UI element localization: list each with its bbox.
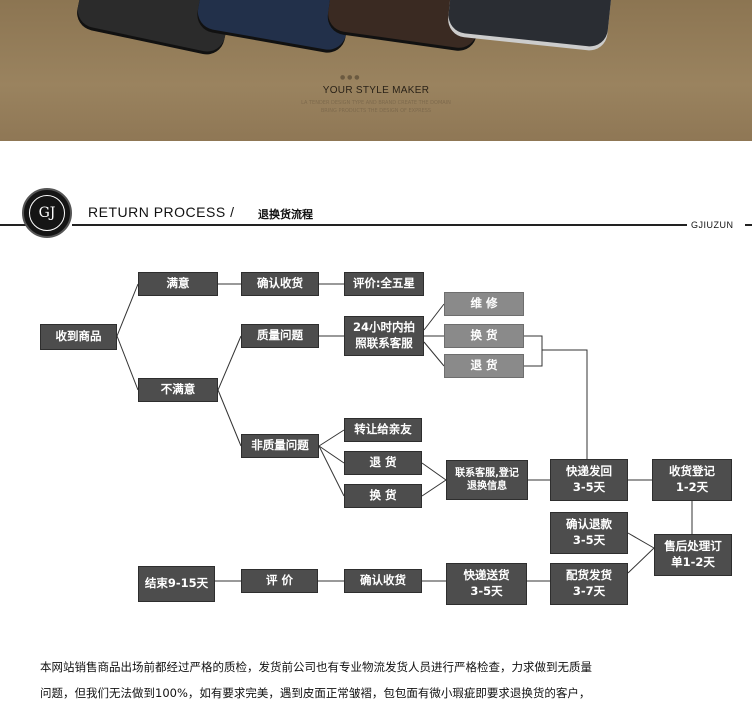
step-dispatch: 配货发货 3-7天 <box>550 563 628 605</box>
option-give-friend: 转让给亲友 <box>344 418 422 442</box>
step-contact-service: 联系客服,登记退换信息 <box>446 460 528 500</box>
option-exchange-nq: 换 货 <box>344 484 422 508</box>
step-receive-register: 收货登记 1-2天 <box>652 459 732 501</box>
step-quality-issue: 质量问题 <box>241 324 319 348</box>
option-return: 退 货 <box>444 354 524 378</box>
step-contact-24h: 24小时内拍照联系客服 <box>344 316 424 356</box>
step-satisfied: 满意 <box>138 272 218 296</box>
banner-subtitle: LA TENDER DESIGN TYPE AND BRAND CREATE T… <box>301 100 451 106</box>
brand-name: GJIUZUN <box>691 220 734 230</box>
banner-tagline: YOUR STYLE MAKER <box>322 85 430 96</box>
product-banner: ● ● ● YOUR STYLE MAKER LA TENDER DESIGN … <box>0 0 752 141</box>
step-review-stars: 评价:全五星 <box>344 272 424 296</box>
step-non-quality: 非质量问题 <box>241 434 319 458</box>
option-exchange: 换 货 <box>444 324 524 348</box>
step-unsatisfied: 不满意 <box>138 378 218 402</box>
step-receive: 收到商品 <box>40 324 117 350</box>
brand-logo: GJ <box>22 188 72 238</box>
step-courier-deliver: 快递送货 3-5天 <box>446 563 527 605</box>
banner-dots: ● ● ● <box>340 74 360 81</box>
step-confirm-refund: 确认退款 3-5天 <box>550 512 628 554</box>
option-return-nq: 退 货 <box>344 451 422 475</box>
step-confirm-receipt: 确认收货 <box>241 272 319 296</box>
notice-line: 问题，但我们无法做到100%，如有要求完美，遇到皮面正常皱褶，包包面有微小瑕疵即… <box>40 686 591 700</box>
banner-subtitle: BRING PRODUCTS THE DESIGN OF EXPRESS <box>320 108 432 114</box>
section-title-en: RETURN PROCESS / <box>88 204 235 220</box>
header-rule <box>745 224 752 226</box>
header-rule <box>72 224 687 226</box>
option-repair: 维 修 <box>444 292 524 316</box>
header-rule <box>0 224 30 226</box>
step-end: 结束9-15天 <box>138 566 215 602</box>
notice-line: 本网站销售商品出场前都经过严格的质检，发货前公司也有专业物流发货人员进行严格检查… <box>40 660 592 674</box>
step-confirm-receipt-2: 确认收货 <box>344 569 422 593</box>
step-after-sales: 售后处理订单1-2天 <box>654 534 732 576</box>
section-title-cn: 退换货流程 <box>258 208 313 221</box>
step-review: 评 价 <box>241 569 318 593</box>
logo-text: GJ <box>29 195 65 231</box>
step-ship-back: 快递发回 3-5天 <box>550 459 628 501</box>
